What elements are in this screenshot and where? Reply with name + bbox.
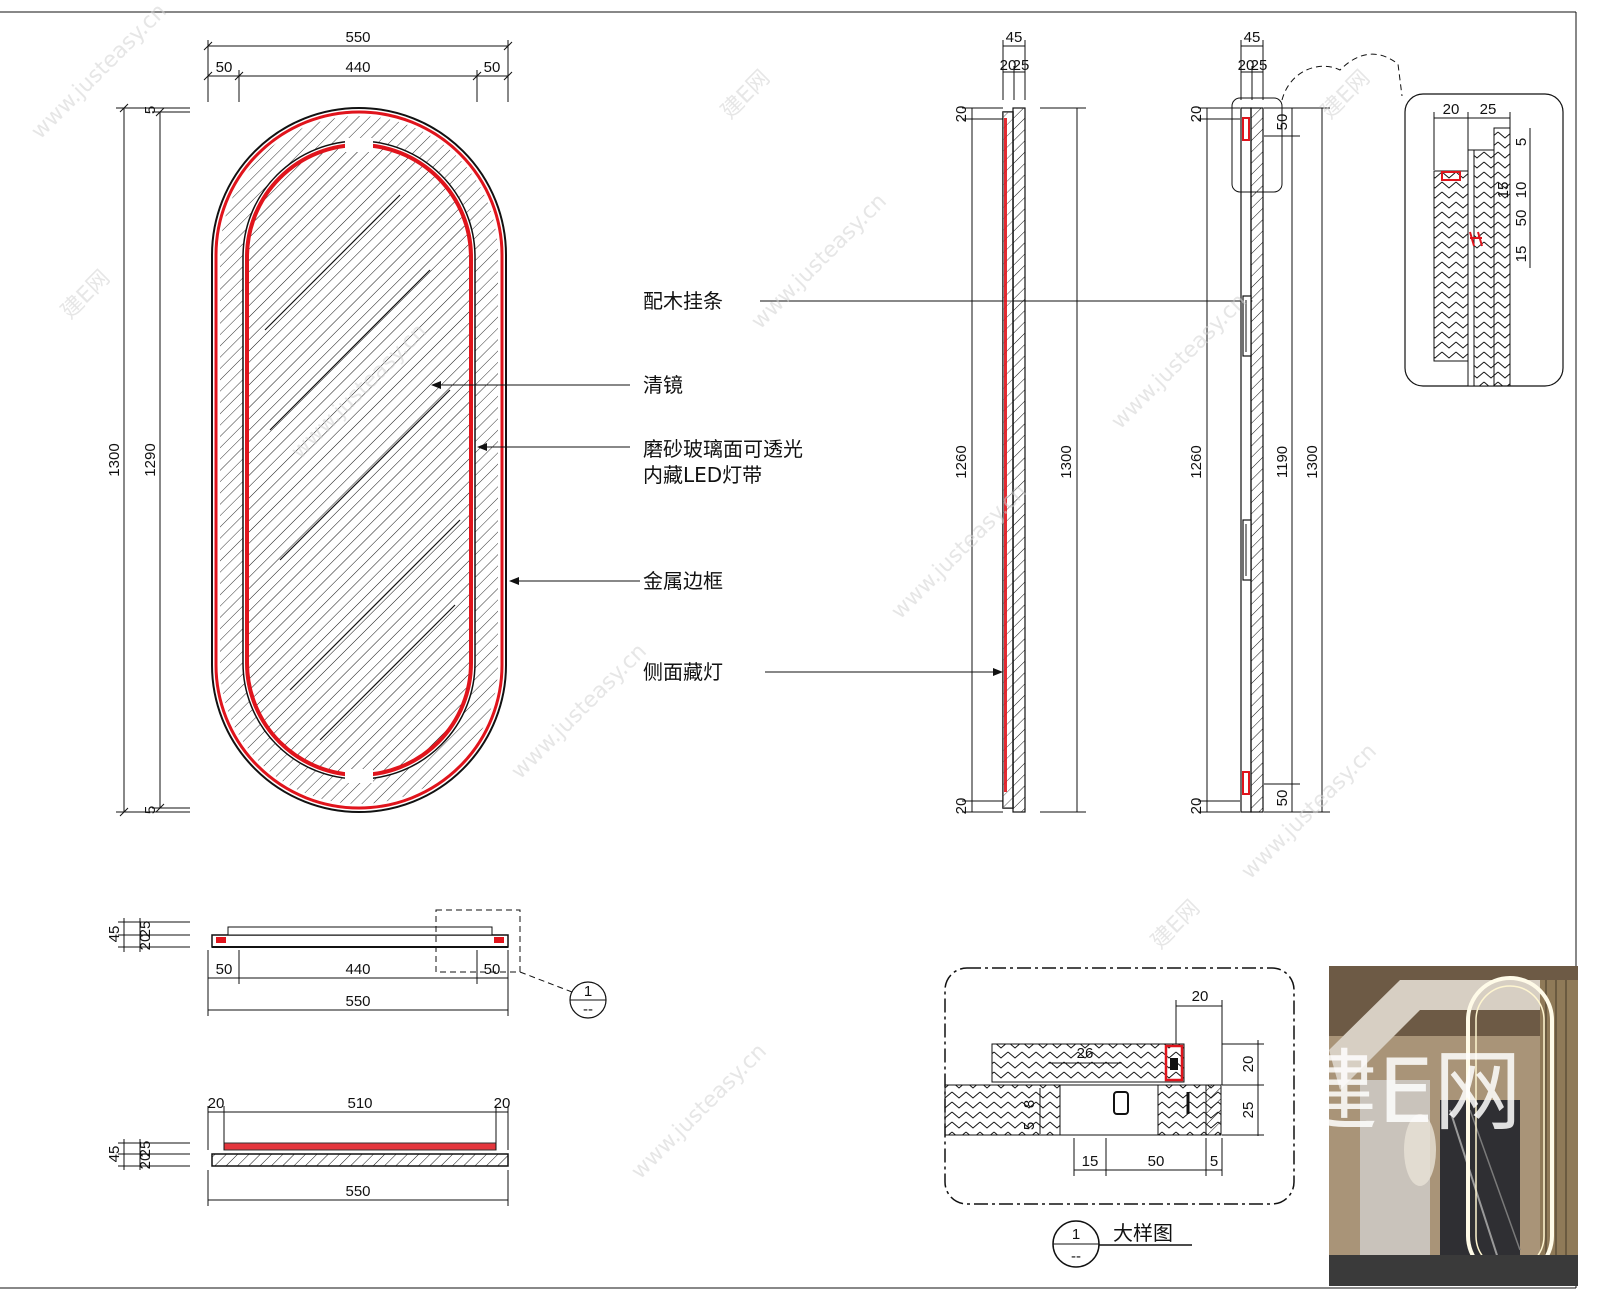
p1-h-a: 25 xyxy=(137,921,154,938)
dt-w1: 20 xyxy=(1443,101,1460,118)
dim-small-bottom: 5 xyxy=(142,806,159,814)
reference-photo: 建E网 xyxy=(1290,966,1578,1286)
front-dimensions: 550 50 440 50 1300 1290 5 5 xyxy=(106,29,513,817)
sa-inner: 1260 xyxy=(953,445,970,478)
plan-view-2: 20 510 20 550 45 25 20 xyxy=(106,1095,510,1206)
dl-v-8: 8 xyxy=(1021,1100,1038,1108)
p2-mid: 510 xyxy=(347,1095,372,1112)
watermark-site: www.justeasy.cn xyxy=(1107,289,1252,434)
label-metal-frame: 金属边框 xyxy=(643,569,723,593)
watermark-brand: 建E网 xyxy=(1317,66,1376,125)
detail-top-right: 20 25 5 15 10 50 15 xyxy=(1404,93,1564,387)
dt-w2: 25 xyxy=(1480,101,1497,118)
dim-small-top: 5 xyxy=(142,106,159,114)
sb-right-top: 50 xyxy=(1274,114,1291,131)
led-gap-top xyxy=(345,138,373,152)
p2-h-b: 20 xyxy=(137,1153,154,1170)
watermark-site: www.justeasy.cn xyxy=(627,1039,772,1184)
sb-d2: 1190 xyxy=(1274,446,1291,478)
dl-b-15: 15 xyxy=(1082,1153,1099,1170)
dl-h-20: 20 xyxy=(1240,1056,1257,1073)
watermark-site: www.justeasy.cn xyxy=(27,0,172,144)
p1-left: 50 xyxy=(216,961,233,978)
metal-frame-red-edge xyxy=(214,110,504,810)
p1-mid: 440 xyxy=(345,961,370,978)
dt-v2: 15 xyxy=(1495,182,1512,199)
label-frosted-1: 磨砂玻璃面可透光 xyxy=(643,437,803,461)
p1-total: 550 xyxy=(345,993,370,1010)
dl-b-50: 50 xyxy=(1148,1153,1165,1170)
sb-d1: 1260 xyxy=(1188,445,1205,478)
sb-top-parts-b: 25 xyxy=(1251,57,1268,74)
detail-large: 20 26 20 25 8 5 15 50 5 1 -- 大样图 xyxy=(944,967,1295,1268)
dim-top-left: 50 xyxy=(216,59,233,76)
dt-v3: 50 xyxy=(1513,210,1530,227)
sb-top-total: 45 xyxy=(1244,29,1261,46)
p1-callout-num: 1 xyxy=(584,983,592,1000)
dl-h-25: 25 xyxy=(1240,1102,1257,1119)
p2-total: 550 xyxy=(345,1183,370,1200)
plan-view-1: 1 -- 45 25 20 50 440 50 550 xyxy=(106,909,607,1019)
label-side-light: 侧面藏灯 xyxy=(643,660,723,684)
p1-h-total: 45 xyxy=(106,926,123,943)
p1-right: 50 xyxy=(484,961,501,978)
dim-top-mid: 440 xyxy=(345,59,370,76)
led-gap-bottom xyxy=(345,769,373,783)
p2-left: 20 xyxy=(208,1095,225,1112)
sa-edge-top: 20 xyxy=(953,106,970,123)
sb-d3: 1300 xyxy=(1304,445,1321,478)
dt-v4: 15 xyxy=(1513,246,1530,263)
watermark-brand: 建E网 xyxy=(1147,896,1206,955)
sb-right-bottom: 50 xyxy=(1274,790,1291,807)
label-hanger: 配木挂条 xyxy=(643,289,723,313)
dt-v5: 10 xyxy=(1513,182,1530,199)
dt-v1: 5 xyxy=(1513,138,1530,146)
sa-edge-bottom: 20 xyxy=(953,798,970,815)
dl-title: 大样图 xyxy=(1113,1221,1173,1245)
section-b: 45 20 25 20 20 1260 50 50 1190 1300 xyxy=(1188,29,1403,815)
watermark-site: www.justeasy.cn xyxy=(747,189,892,334)
labels: 配木挂条 清镜 磨砂玻璃面可透光 内藏LED灯带 金属边框 侧面藏灯 xyxy=(431,289,1253,684)
sa-top-parts-b: 25 xyxy=(1013,57,1030,74)
watermark-brand: 建E网 xyxy=(57,266,116,325)
p2-h-total: 45 xyxy=(106,1146,123,1163)
sa-outer: 1300 xyxy=(1058,445,1075,478)
watermark-site: www.justeasy.cn xyxy=(507,639,652,784)
dim-top-total: 550 xyxy=(345,29,370,46)
dl-w-26: 26 xyxy=(1077,1045,1094,1062)
label-frosted-2: 内藏LED灯带 xyxy=(643,463,762,487)
dim-height-inner: 1290 xyxy=(142,443,159,476)
sa-top-parts: 20 xyxy=(1000,57,1017,74)
metal-frame-outline xyxy=(211,107,507,813)
dim-height-outer: 1300 xyxy=(106,443,123,476)
sa-top-total: 45 xyxy=(1006,29,1023,46)
p2-right: 20 xyxy=(494,1095,511,1112)
label-mirror: 清镜 xyxy=(643,373,683,397)
p2-h-a: 25 xyxy=(137,1141,154,1158)
sb-top-parts: 20 xyxy=(1238,57,1255,74)
dl-num: 1 xyxy=(1072,1226,1080,1243)
sb-edge-top: 20 xyxy=(1188,106,1205,123)
watermark-brand: 建E网 xyxy=(717,66,776,125)
dl-v-5: 5 xyxy=(1021,1122,1038,1130)
watermark-big: 建E网 xyxy=(1290,1040,1522,1143)
dl-sub: -- xyxy=(1071,1248,1081,1265)
p1-h-b: 20 xyxy=(137,934,154,951)
dl-w-top: 20 xyxy=(1192,988,1209,1005)
dl-b-5: 5 xyxy=(1210,1153,1218,1170)
led-strip-red xyxy=(245,143,473,777)
p1-callout-sub: -- xyxy=(583,1001,593,1018)
dim-top-right: 50 xyxy=(484,59,501,76)
section-a: 45 20 25 20 20 1260 1300 xyxy=(953,29,1086,814)
front-elevation xyxy=(211,107,507,813)
sb-edge-bottom: 20 xyxy=(1188,798,1205,815)
